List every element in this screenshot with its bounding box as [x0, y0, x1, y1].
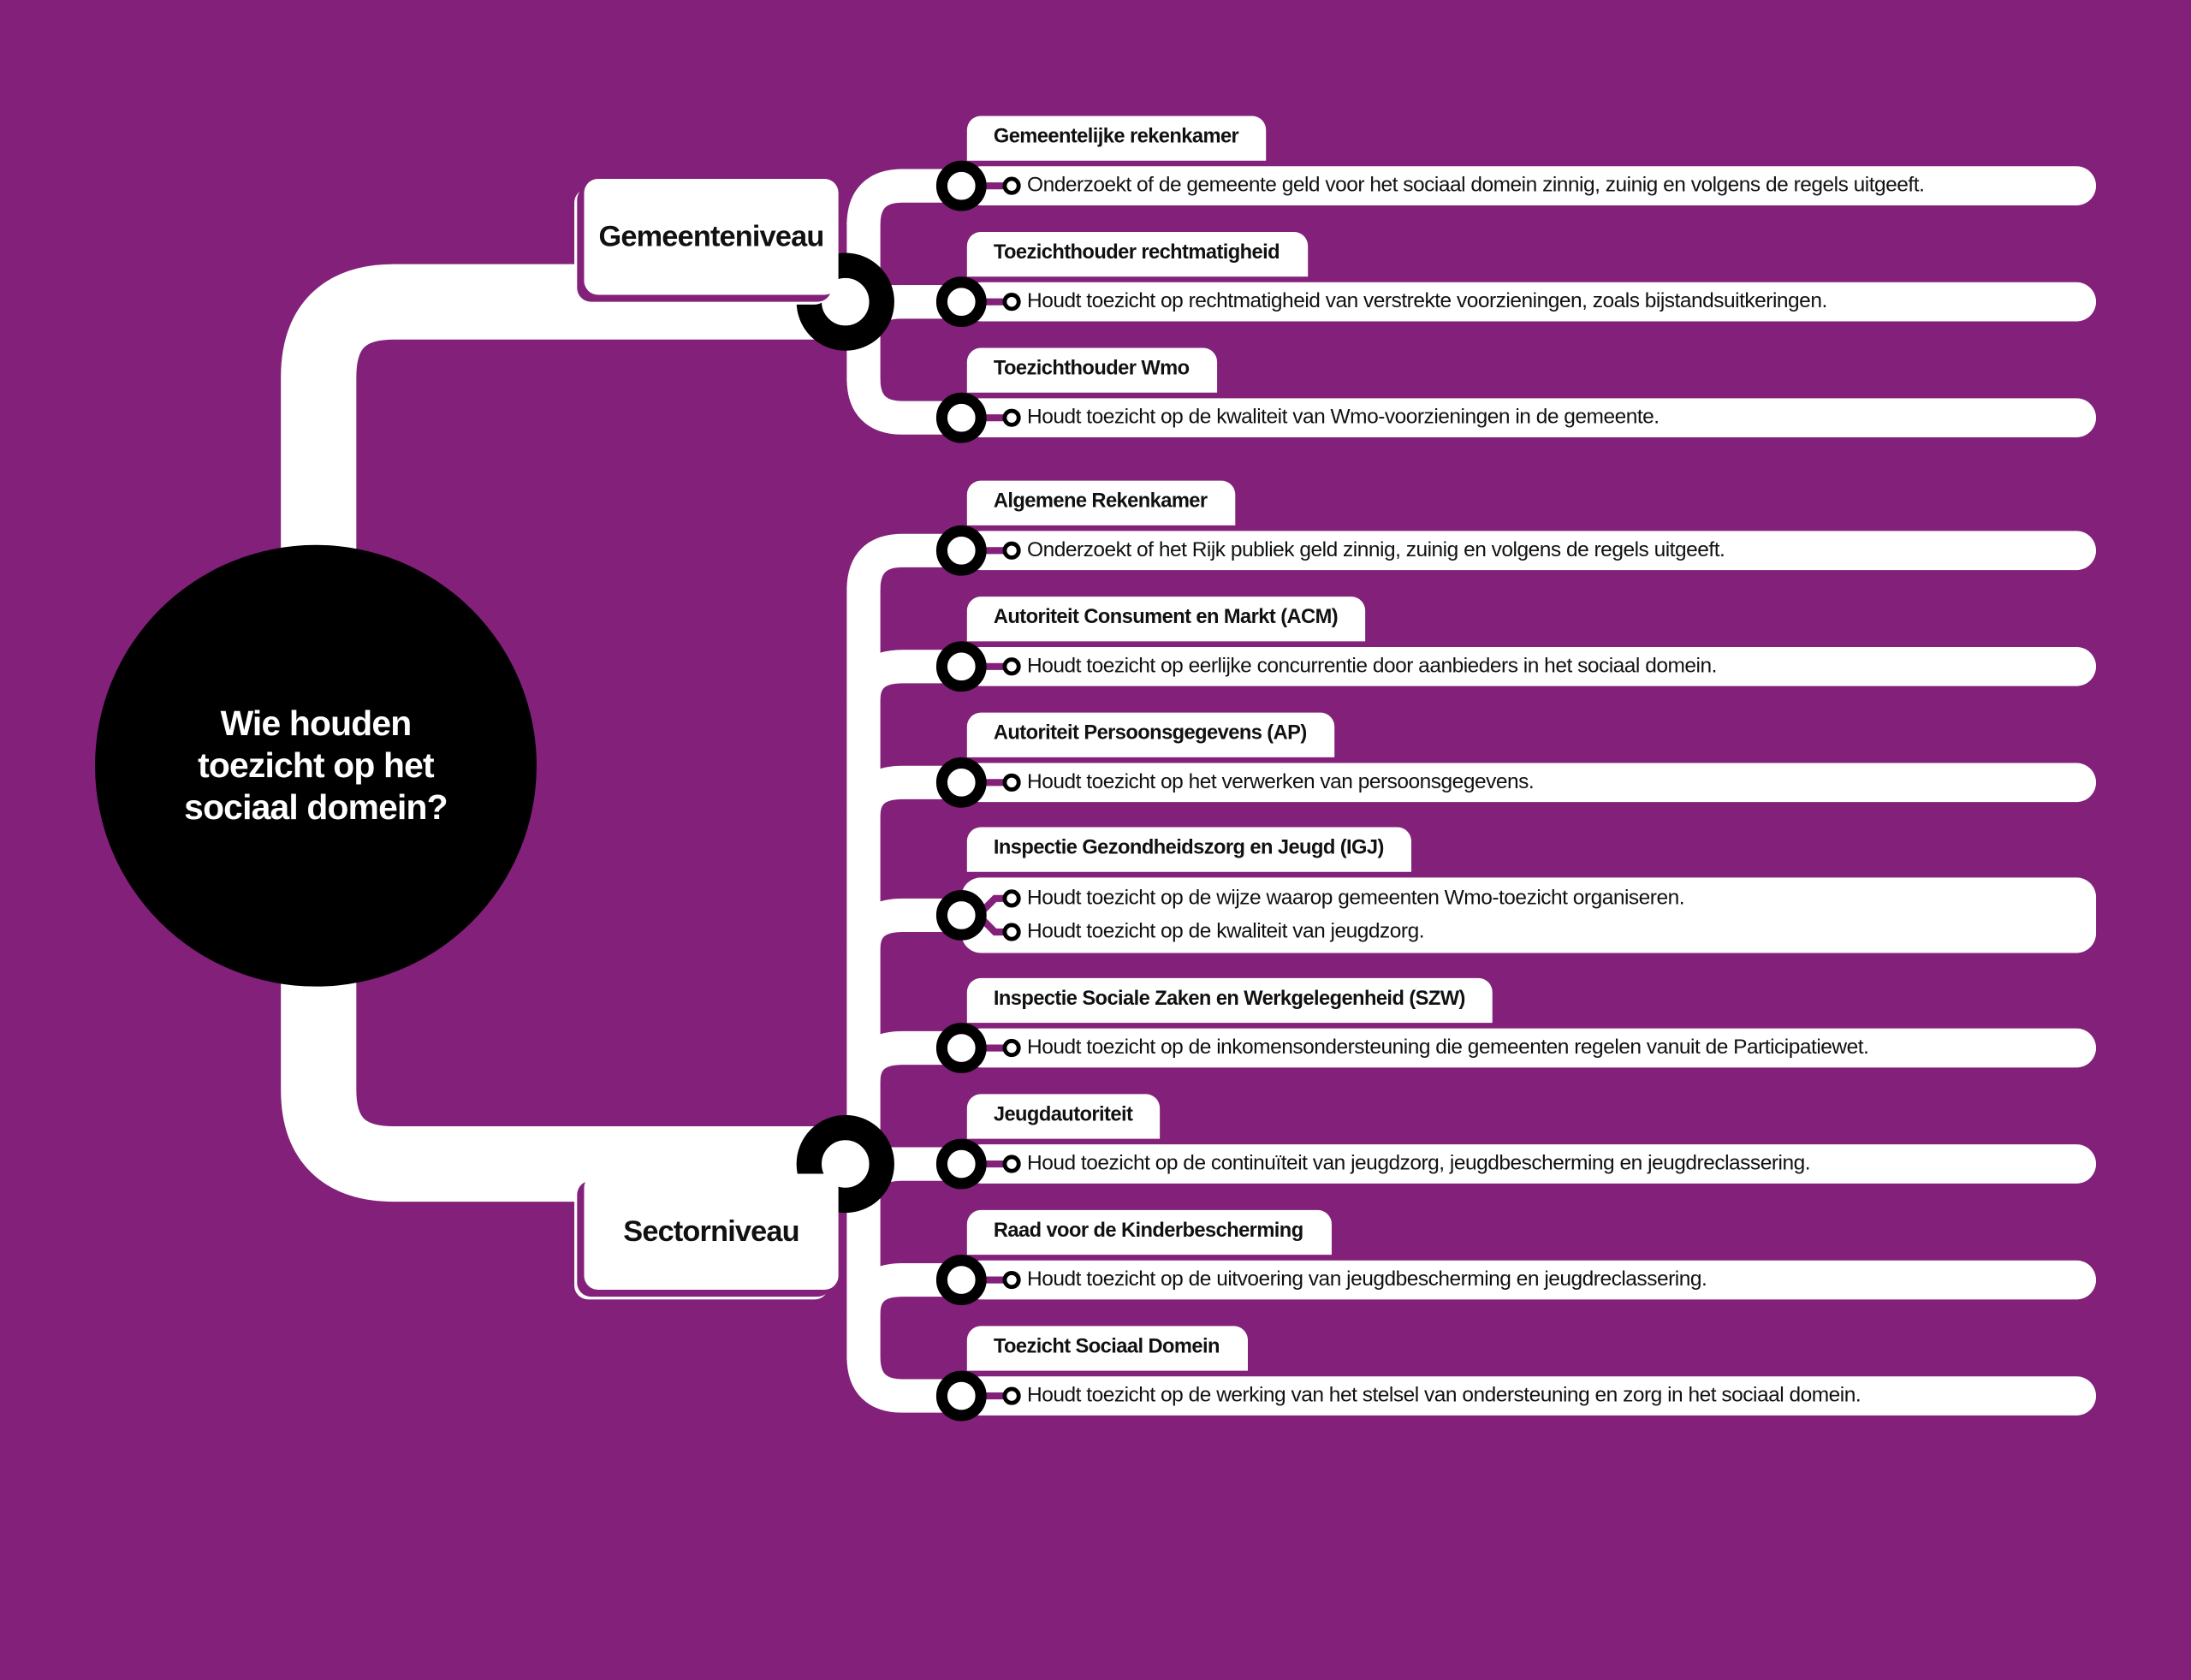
supervisor-title: Algemene Rekenkamer: [966, 480, 1236, 525]
supervisor-description: Houdt toezicht op de uitvoering van jeug…: [1027, 1267, 1707, 1291]
supervisor-title: Autoriteit Persoonsgegevens (AP): [966, 712, 1335, 757]
supervisor-description-bar: [961, 398, 2097, 438]
supervisor-description-bar: [961, 763, 2097, 803]
level-box-gemeenteniveau: Gemeenteniveau: [584, 178, 839, 295]
item-node-icon: [935, 641, 987, 692]
item-node-icon: [935, 160, 987, 211]
supervisor-description-bar: [961, 646, 2097, 686]
supervisor-description: Houdt toezicht op de wijze waarop gemeen…: [1027, 886, 1685, 910]
item-node-icon: [935, 276, 987, 328]
supervisor-description-bar: [961, 1144, 2097, 1184]
supervisor-title: Toezicht Sociaal Domein: [966, 1326, 1248, 1371]
supervisor-description: Houdt toezicht op de inkomensondersteuni…: [1027, 1035, 1869, 1060]
supervisor-description: Houdt toezicht op het verwerken van pers…: [1027, 769, 1535, 794]
title-line: sociaal domein?: [184, 787, 448, 828]
level-box-sectorniveau: Sectorniveau: [584, 1173, 839, 1290]
item-node-icon: [935, 1138, 987, 1190]
item-node-icon: [935, 890, 987, 941]
supervisor-title: Autoriteit Consument en Markt (ACM): [966, 597, 1366, 642]
supervisor-description: Houdt toezicht op de kwaliteit van jeugd…: [1027, 919, 1425, 944]
bullet-ring-icon: [1002, 408, 1021, 427]
supervisor-description: Houd toezicht op de continuïteit van jeu…: [1027, 1151, 1811, 1176]
supervisor-title: Toezichthouder rechtmatigheid: [966, 232, 1308, 277]
supervisor-description-bar: [961, 282, 2097, 322]
supervisor-description: Houdt toezicht op eerlijke concurrentie …: [1027, 654, 1717, 678]
supervisor-description-bar: [961, 1028, 2097, 1068]
branch-curve: [846, 765, 965, 817]
branch-curve: [846, 533, 965, 591]
supervisor-description-bar: [961, 877, 2097, 953]
bullet-ring-icon: [1002, 1155, 1021, 1173]
central-question: Wie houden toezicht op het sociaal domei…: [95, 544, 537, 987]
branch-curve: [846, 377, 965, 435]
bullet-ring-icon: [1002, 657, 1021, 676]
supervisor-description: Houdt toezicht op de werking van het ste…: [1027, 1383, 1861, 1408]
supervisor-description-bar: [961, 166, 2097, 206]
supervisor-description: Onderzoekt of de gemeente geld voor het …: [1027, 173, 1925, 198]
bullet-ring-icon: [1002, 176, 1021, 195]
item-node-icon: [935, 525, 987, 576]
trunk-line-gemeente: [281, 264, 846, 587]
branch-curve: [846, 1356, 965, 1413]
item-node-icon: [935, 392, 987, 443]
title-line: toezicht op het: [198, 745, 435, 786]
supervisor-description: Houdt toezicht op de kwaliteit van Wmo-v…: [1027, 405, 1660, 430]
branch-curve: [846, 1030, 965, 1083]
supervisor-title: Jeugdautoriteit: [966, 1094, 1161, 1139]
supervisor-description-bar: [961, 1376, 2097, 1416]
supervisor-title: Inspectie Gezondheidszorg en Jeugd (IGJ): [966, 827, 1412, 872]
bullet-ring-icon: [1002, 1270, 1021, 1290]
supervisor-description: Onderzoekt of het Rijk publiek geld zinn…: [1027, 537, 1725, 562]
title-line: Wie houden: [220, 703, 413, 744]
branch-curve: [846, 169, 965, 226]
supervisor-description: Houdt toezicht op rechtmatigheid van ver…: [1027, 288, 1827, 313]
supervisor-title: Toezichthouder Wmo: [966, 347, 1218, 393]
supervisor-description-bar: [961, 531, 2097, 571]
item-node-icon: [935, 757, 987, 808]
bullet-ring-icon: [1002, 1386, 1021, 1405]
supervisor-title: Raad voor de Kinderbescherming: [966, 1209, 1332, 1256]
bullet-ring-icon: [1002, 923, 1021, 941]
bullet-ring-icon: [1002, 293, 1021, 312]
item-node-icon: [935, 1370, 987, 1422]
branch-curve: [846, 650, 965, 702]
bullet-ring-icon: [1002, 889, 1021, 908]
item-node-icon: [935, 1023, 987, 1073]
bullet-ring-icon: [1002, 773, 1021, 792]
supervisor-title: Gemeentelijke rekenkamer: [966, 116, 1267, 161]
trunk-line-sector: [281, 950, 846, 1202]
branch-curve: [846, 898, 965, 950]
branch-curve: [846, 1262, 965, 1315]
bullet-ring-icon: [1002, 541, 1021, 560]
supervisor-description-bar: [961, 1260, 2097, 1300]
supervisor-title: Inspectie Sociale Zaken en Werkgelegenhe…: [966, 977, 1493, 1024]
bullet-ring-icon: [1002, 1038, 1021, 1058]
item-node-icon: [935, 1255, 987, 1305]
